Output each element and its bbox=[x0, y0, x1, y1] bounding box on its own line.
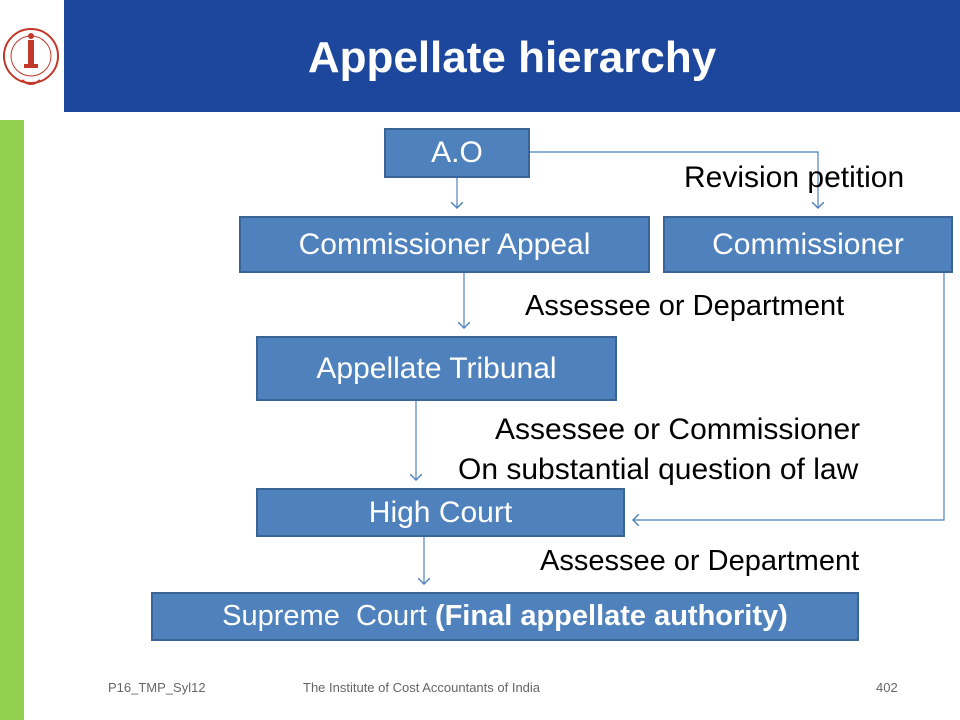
node-high-court-label: High Court bbox=[368, 495, 513, 529]
edge-label-substantial-question: On substantial question of law bbox=[458, 453, 859, 486]
edge-label-assessee-or-department-2: Assessee or Department bbox=[540, 545, 860, 577]
node-appellate-tribunal: Appellate Tribunal bbox=[256, 336, 617, 401]
footer-page-number: 402 bbox=[876, 680, 898, 695]
edge-label-assessee-or-commissioner: Assessee or Commissioner bbox=[495, 413, 861, 446]
footer-code: P16_TMP_Syl12 bbox=[108, 680, 206, 695]
edge-label-assessee-or-department-1: Assessee or Department bbox=[525, 290, 845, 322]
node-supreme-court-label: Supreme Court bbox=[222, 600, 435, 632]
node-commissioner-appeal-label: Commissioner Appeal bbox=[298, 227, 591, 261]
node-commissioner: Commissioner bbox=[663, 216, 953, 273]
node-supreme-court-note: (Final appellate authority) bbox=[434, 600, 788, 632]
slide-header: Appellate hierarchy bbox=[0, 0, 960, 112]
node-assessing-officer-label: A.O bbox=[431, 136, 483, 169]
node-commissioner-label: Commissioner bbox=[712, 227, 904, 261]
node-high-court: High Court bbox=[256, 488, 625, 537]
header-band bbox=[64, 0, 960, 112]
institute-seal-icon bbox=[0, 0, 62, 112]
node-assessing-officer: A.O bbox=[384, 128, 530, 178]
node-commissioner-appeal: Commissioner Appeal bbox=[239, 216, 650, 273]
node-appellate-tribunal-label: Appellate Tribunal bbox=[316, 351, 557, 385]
footer-institute: The Institute of Cost Accountants of Ind… bbox=[303, 680, 541, 695]
green-side-bar bbox=[0, 120, 24, 720]
slide-title: Appellate hierarchy bbox=[307, 33, 717, 82]
edge-label-revision-petition: Revision petition bbox=[684, 161, 905, 194]
node-supreme-court: Supreme Court (Final appellate authority… bbox=[151, 592, 859, 641]
